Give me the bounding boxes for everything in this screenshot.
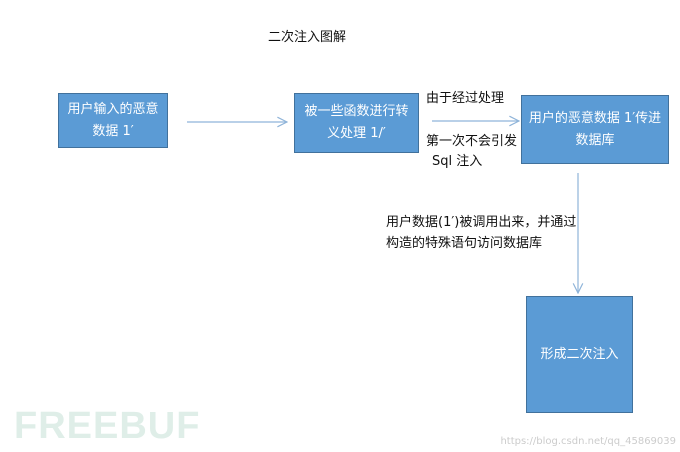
label-construct: 构造的特殊语句访问数据库 bbox=[386, 236, 543, 251]
box-database: 用户的恶意数据 1′传进数据库 bbox=[521, 95, 669, 164]
label-first-time: 第一次不会引发 bbox=[426, 134, 518, 149]
box-second-injection: 形成二次注入 bbox=[526, 296, 633, 413]
box-user-input: 用户输入的恶意数据 1′ bbox=[58, 93, 168, 148]
label-processed: 由于经过处理 bbox=[426, 91, 505, 106]
watermark-logo: FREEBUF bbox=[14, 405, 201, 447]
label-called: 用户数据(1′)被调用出来，并通过 bbox=[386, 215, 577, 230]
label-sql: Sql 注入 bbox=[432, 154, 483, 169]
diagram-title: 二次注入图解 bbox=[268, 30, 347, 45]
box-escape: 被一些函数进行转义处理 1/′ bbox=[294, 93, 419, 153]
source-url: https://blog.csdn.net/qq_45869039 bbox=[500, 436, 676, 447]
